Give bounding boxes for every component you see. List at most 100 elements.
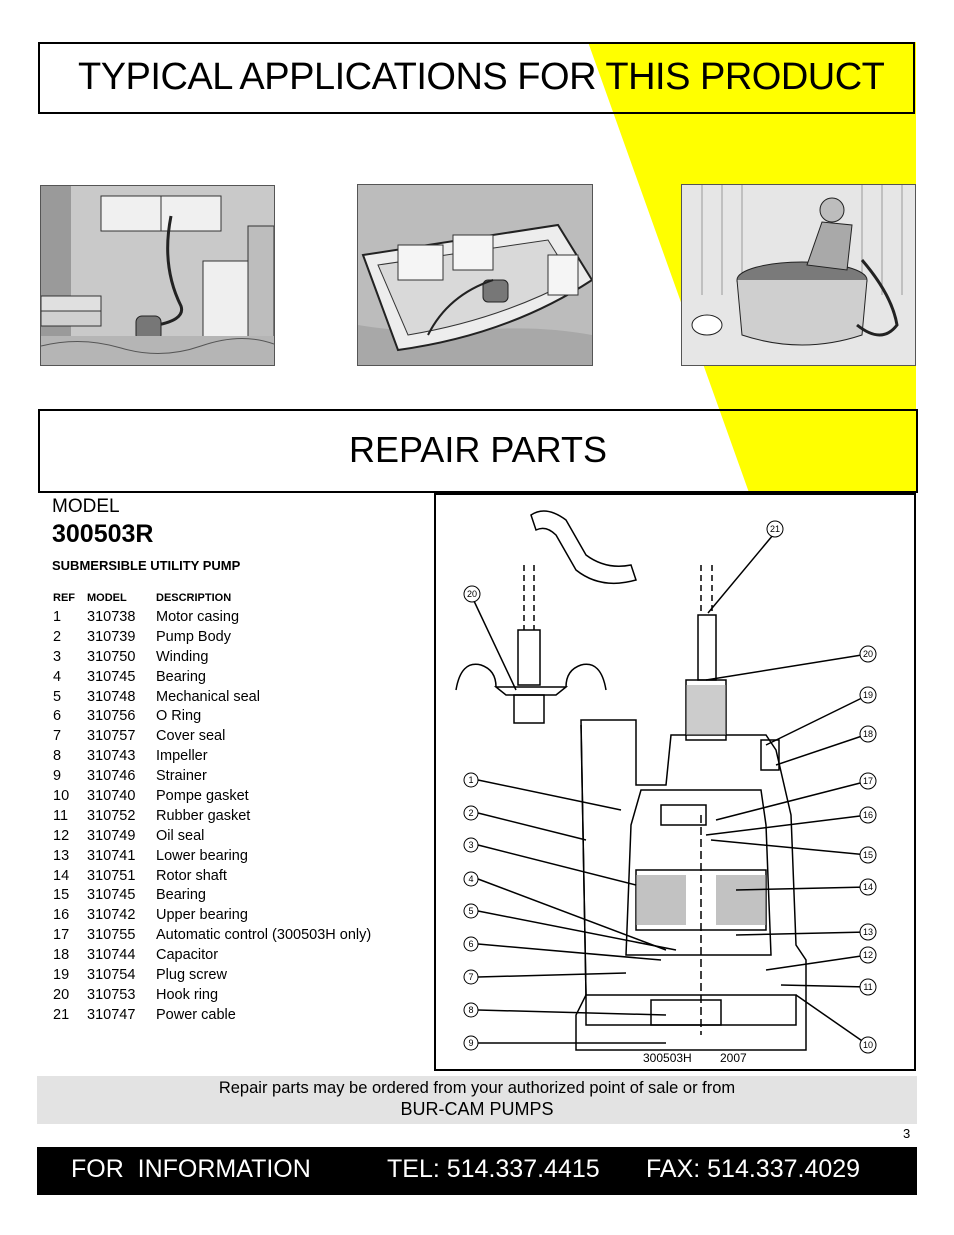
- part-model: 310750: [87, 648, 136, 665]
- part-model: 310738: [87, 608, 136, 625]
- part-ref: 13: [53, 847, 70, 864]
- callout-14: 14: [859, 878, 877, 896]
- part-description: Capacitor: [156, 947, 219, 964]
- part-ref: 19: [53, 966, 70, 983]
- part-description: Plug screw: [156, 966, 227, 983]
- part-description: Bearing: [156, 668, 206, 685]
- parts-row: 10 310740 Pompe gasket: [53, 786, 371, 806]
- header-description: DESCRIPTION: [156, 592, 232, 604]
- part-ref: 11: [53, 807, 69, 824]
- applications-title: TYPICAL APPLICATIONS FOR THIS PRODUCT: [78, 56, 885, 98]
- ordering-note-company: BUR-CAM PUMPS: [400, 1099, 554, 1119]
- svg-text:20: 20: [467, 589, 477, 599]
- model-description: SUBMERSIBLE UTILITY PUMP: [52, 558, 241, 573]
- contact-info-bar: FOR INFORMATION TEL: 514.337.4415 FAX: 5…: [37, 1147, 917, 1195]
- svg-text:8: 8: [468, 1005, 473, 1015]
- part-description: Winding: [156, 648, 209, 665]
- part-description: Oil seal: [156, 827, 205, 844]
- svg-text:1: 1: [468, 775, 473, 785]
- diagram-caption-year: 2007: [720, 1051, 747, 1065]
- svg-text:21: 21: [770, 524, 780, 534]
- part-description: Power cable: [156, 1006, 236, 1023]
- part-model: 310757: [87, 728, 136, 745]
- parts-row: 15 310745 Bearing: [53, 885, 371, 905]
- diagram-callouts: 1 2 3 4 5 6 7 8 9 10 11 12 13 14 15 16 1…: [463, 520, 877, 1054]
- part-model: 310744: [87, 947, 136, 964]
- callout-9: 9: [463, 1035, 479, 1051]
- callout-5: 5: [463, 903, 479, 919]
- callout-20-hook: 20: [463, 585, 481, 603]
- parts-row: 14 310751 Rotor shaft: [53, 866, 371, 886]
- part-ref: 15: [53, 887, 70, 904]
- pump-cross-section-drawing: 1 2 3 4 5 6 7 8 9 10 11 12 13 14 15 16 1…: [455, 510, 877, 1065]
- part-model: 310740: [87, 787, 136, 804]
- part-description: Strainer: [156, 768, 207, 785]
- svg-text:3: 3: [468, 840, 473, 850]
- part-description: Motor casing: [156, 608, 240, 625]
- part-ref: 1: [53, 608, 62, 625]
- repair-parts-title: REPAIR PARTS: [348, 429, 608, 470]
- part-description: Rubber gasket: [156, 807, 251, 824]
- callout-8: 8: [463, 1002, 479, 1018]
- svg-text:15: 15: [863, 850, 873, 860]
- part-model: 310751: [87, 867, 136, 884]
- part-ref: 14: [53, 867, 70, 884]
- callout-6: 6: [463, 936, 479, 952]
- svg-text:13: 13: [863, 927, 873, 937]
- callout-10: 10: [859, 1036, 877, 1054]
- part-description: Bearing: [156, 887, 206, 904]
- callout-1: 1: [463, 772, 479, 788]
- diagram-caption-model: 300503H: [643, 1051, 692, 1065]
- svg-text:5: 5: [468, 906, 473, 916]
- part-model: 310742: [87, 907, 136, 924]
- svg-text:12: 12: [863, 950, 873, 960]
- part-ref: 10: [53, 787, 70, 804]
- svg-text:9: 9: [468, 1038, 473, 1048]
- header-ref: REF: [53, 592, 75, 604]
- part-description: Cover seal: [156, 728, 226, 745]
- part-model: 310745: [87, 668, 136, 685]
- part-ref: 16: [53, 907, 70, 924]
- callout-2: 2: [463, 805, 479, 821]
- part-description: Rotor shaft: [156, 867, 227, 884]
- svg-text:11: 11: [863, 982, 872, 992]
- svg-text:10: 10: [863, 1040, 873, 1050]
- callout-4: 4: [463, 871, 479, 887]
- header-model: MODEL: [87, 592, 127, 604]
- svg-text:17: 17: [863, 776, 873, 786]
- part-description: Hook ring: [156, 986, 219, 1003]
- model-label: MODEL: [52, 496, 120, 517]
- callout-12: 12: [859, 946, 877, 964]
- parts-table: REF MODEL DESCRIPTION 1 310738 Motor casin…: [53, 592, 371, 1025]
- water-tank-illustration: [681, 184, 916, 366]
- callout-13: 13: [859, 923, 877, 941]
- svg-text:2: 2: [468, 808, 473, 818]
- part-ref: 20: [53, 986, 70, 1003]
- svg-text:20: 20: [863, 649, 873, 659]
- part-description: Pompe gasket: [156, 787, 249, 804]
- part-ref: 5: [53, 688, 62, 705]
- callout-11: 11: [859, 978, 877, 996]
- svg-text:18: 18: [863, 729, 873, 739]
- callout-15: 15: [859, 846, 877, 864]
- ordering-note: Repair parts may be ordered from your au…: [37, 1076, 917, 1124]
- part-model: 310745: [87, 887, 136, 904]
- pump-diagram: 1 2 3 4 5 6 7 8 9 10 11 12 13 14 15 16 1…: [434, 493, 916, 1071]
- svg-text:6: 6: [468, 939, 473, 949]
- part-description: Automatic control (300503H only): [156, 927, 372, 944]
- page-number: 3: [903, 1126, 911, 1141]
- callout-17: 17: [859, 772, 877, 790]
